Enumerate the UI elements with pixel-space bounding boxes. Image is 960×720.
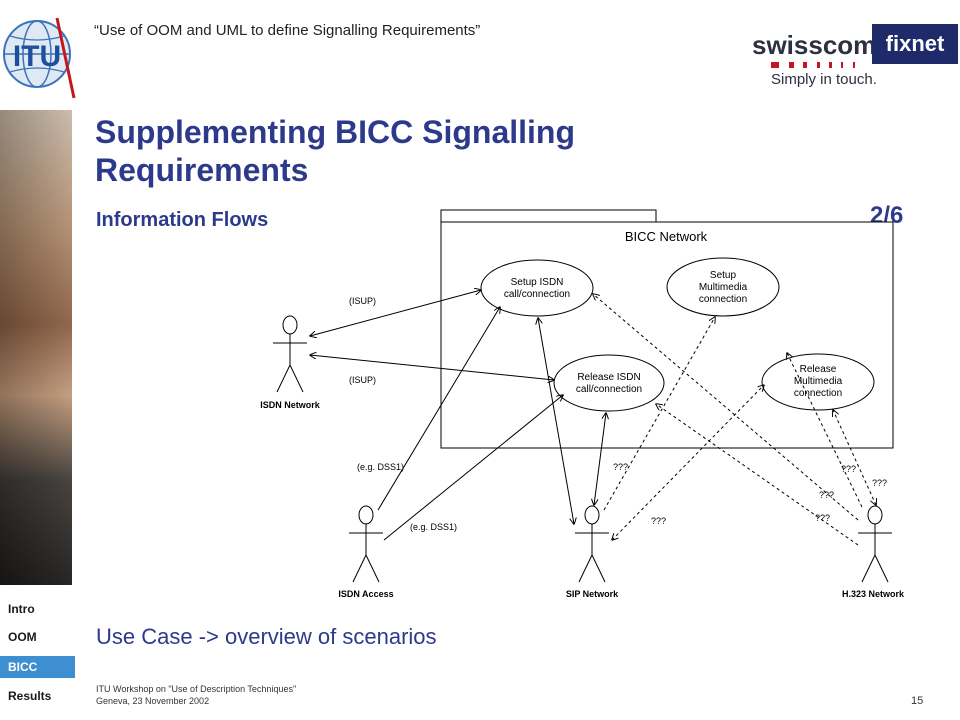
svg-text:call/connection: call/connection (576, 384, 642, 395)
use-case-release-multimedia: Release Multimedia connection (761, 353, 875, 411)
fixnet-brand-box: fixnet (872, 24, 958, 64)
use-case-setup-isdn: Setup ISDN call/connection (480, 259, 594, 317)
actor-isdn-network (273, 315, 307, 393)
edge-label-unknown-2: ??? (651, 516, 666, 526)
actor-label-sip-network: SIP Network (566, 589, 619, 599)
system-boundary (440, 221, 894, 449)
brand-tagline: Simply in touch. (771, 71, 877, 88)
edge-label-unknown-3: ??? (841, 464, 856, 474)
svg-text:Release: Release (800, 364, 837, 375)
svg-text:Release ISDN: Release ISDN (577, 372, 640, 383)
nav-item-bicc[interactable]: BICC (0, 656, 75, 678)
actor-sip-network (575, 505, 609, 583)
presentation-header-title: “Use of OOM and UML to define Signalling… (94, 22, 481, 39)
system-package-tab (440, 209, 657, 223)
actor-label-isdn-access: ISDN Access (338, 589, 393, 599)
nav-item-oom[interactable]: OOM (8, 630, 37, 644)
system-label: BICC Network (625, 229, 708, 244)
slide-subtitle: Information Flows (96, 209, 269, 231)
brand-stripes-icon (771, 62, 855, 68)
edge-label-isup-2: (ISUP) (349, 375, 376, 385)
slide-caption: Use Case -> overview of scenarios (96, 624, 437, 649)
section-nav: Intro OOM BICC Results (0, 590, 75, 720)
nav-item-intro[interactable]: Intro (8, 602, 35, 616)
svg-text:connection: connection (699, 294, 747, 305)
itu-logo-icon: ITU (3, 17, 76, 99)
edge-label-dss1-1: (e.g. DSS1) (357, 462, 404, 472)
svg-text:call/connection: call/connection (504, 289, 570, 300)
edge-label-unknown-4: ??? (872, 478, 887, 488)
footer-line-1: ITU Workshop on "Use of Description Tech… (96, 684, 297, 694)
edge-label-unknown-1: ??? (613, 462, 628, 472)
footer-text: ITU Workshop on "Use of Description Tech… (96, 683, 296, 707)
svg-text:Setup: Setup (710, 270, 737, 281)
actor-label-isdn-network: ISDN Network (260, 400, 321, 410)
use-case-setup-multimedia: Setup Multimedia connection (666, 257, 780, 317)
dashed-associations (593, 294, 876, 546)
svg-text:Multimedia: Multimedia (794, 376, 843, 387)
edge-label-unknown-5: ??? (819, 490, 834, 500)
svg-text:Multimedia: Multimedia (699, 282, 748, 293)
swisscom-brand-word: swisscom (752, 30, 877, 60)
side-photo (0, 110, 72, 585)
nav-item-results[interactable]: Results (8, 689, 52, 703)
actor-isdn-access (349, 505, 383, 583)
actor-label-h323-network: H.323 Network (842, 589, 905, 599)
svg-text:Setup ISDN: Setup ISDN (511, 277, 564, 288)
edge-label-unknown-6: ??? (815, 513, 830, 523)
edge-label-dss1-2: (e.g. DSS1) (410, 522, 457, 532)
slide-title: Supplementing BICC Signalling Requiremen… (95, 114, 575, 188)
use-case-release-isdn: Release ISDN call/connection (553, 354, 665, 412)
edge-label-isup-1: (ISUP) (349, 296, 376, 306)
footer-line-2: Geneva, 23 November 2002 (96, 696, 210, 706)
slide-number: 15 (911, 695, 924, 707)
svg-text:connection: connection (794, 388, 842, 399)
solid-associations (310, 290, 606, 541)
itu-logo-text: ITU (13, 40, 61, 73)
actor-h323-network (858, 505, 892, 583)
